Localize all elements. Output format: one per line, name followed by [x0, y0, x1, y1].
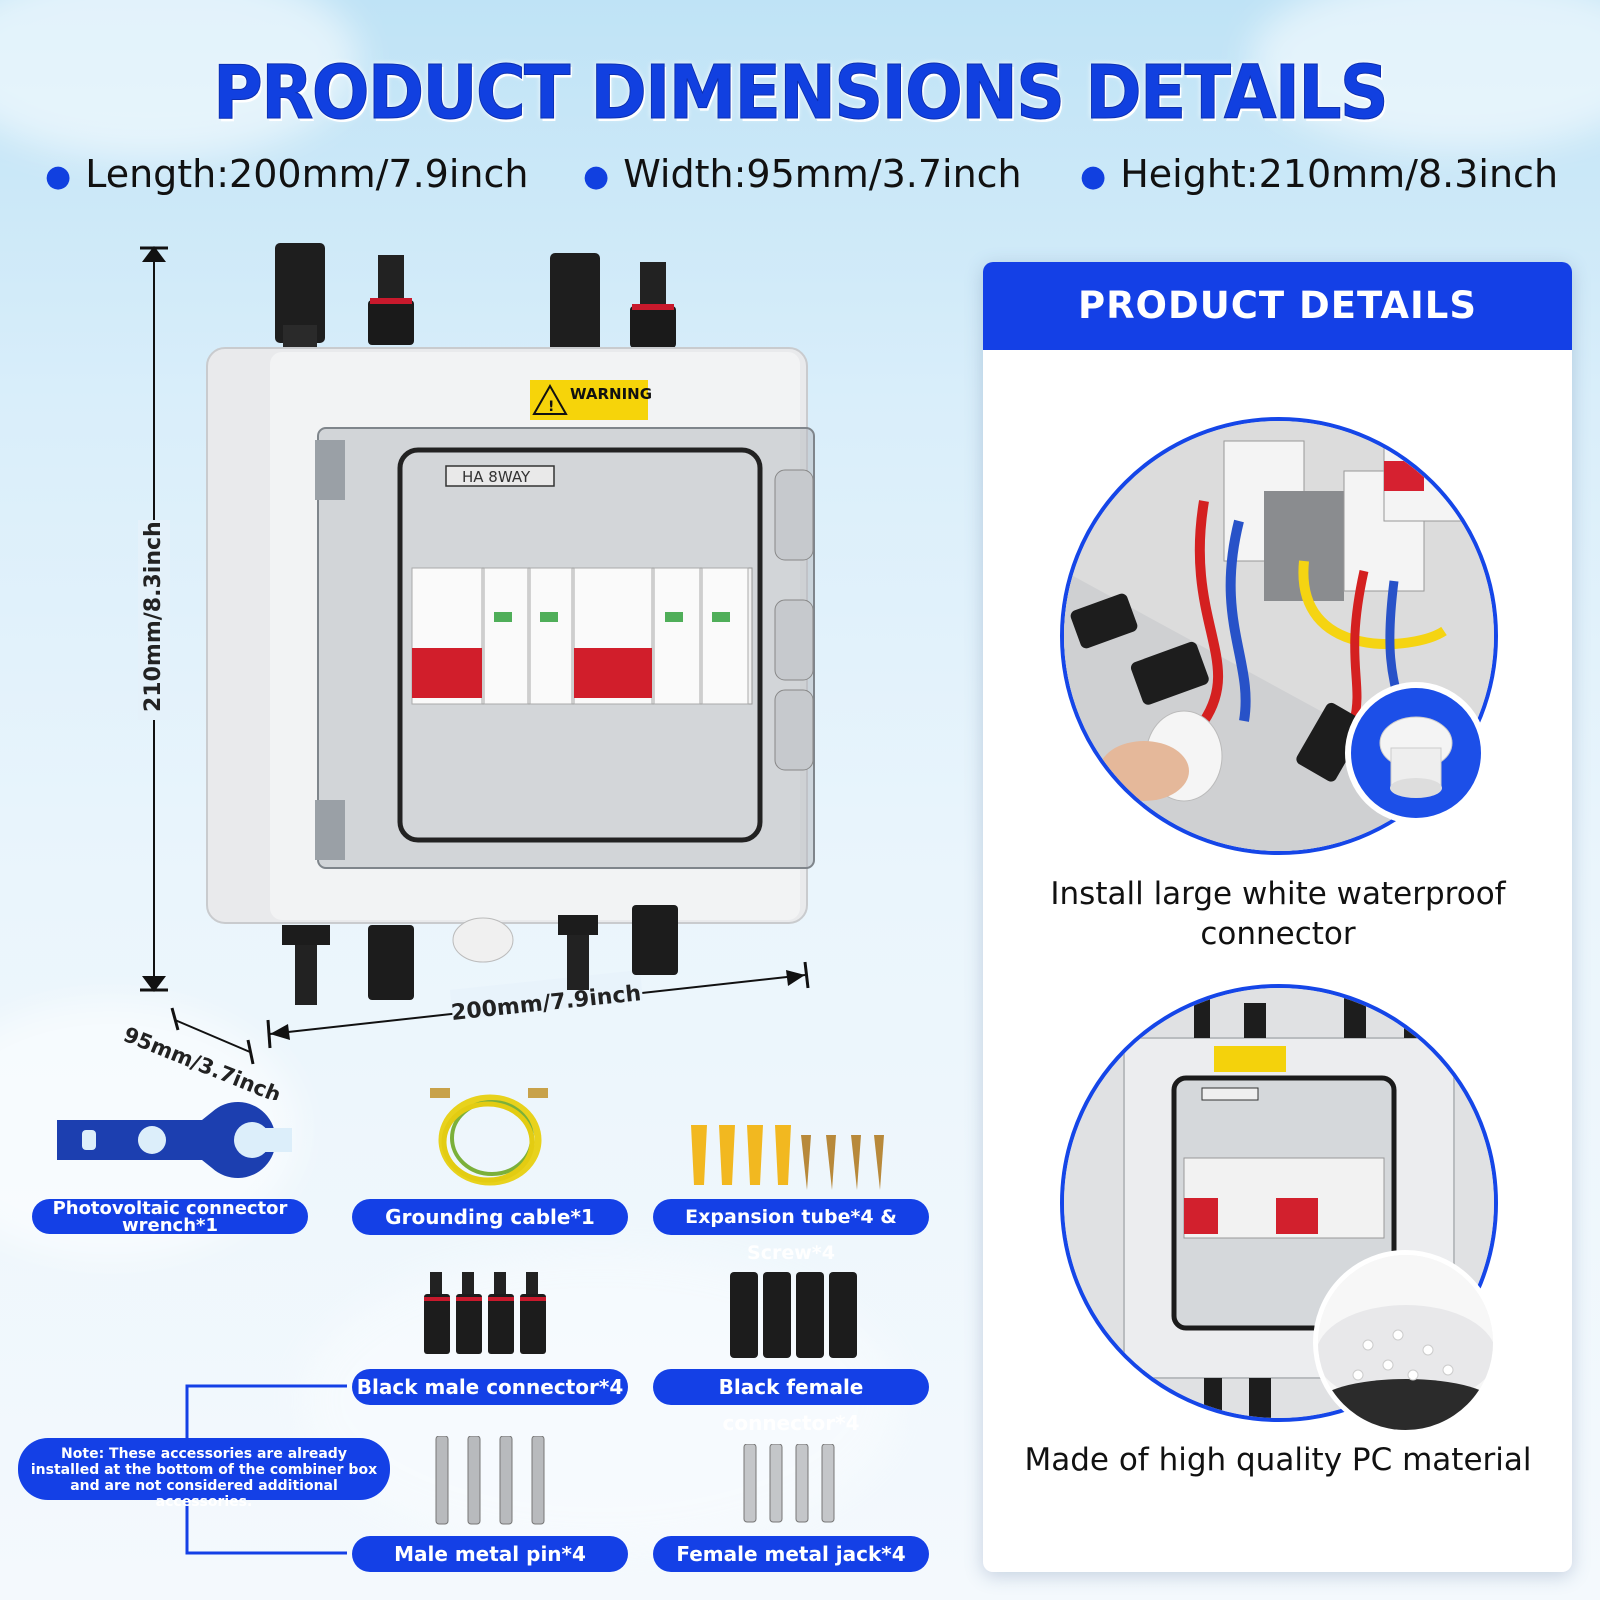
- breaker-row: [411, 567, 753, 705]
- accessory-label-wrench: Photovoltaic connector wrench*1: [32, 1199, 308, 1235]
- caption-waterproof: Install large white waterproof connector: [1050, 876, 1506, 952]
- caption-pc-material: Made of high quality PC material: [1024, 1442, 1532, 1478]
- wrench-icon: [57, 1102, 292, 1178]
- height-spec: ●Height:210mm/8.3inch: [1080, 152, 1559, 196]
- male-pin-icon: [435, 1436, 545, 1525]
- female-jack-icon: [743, 1444, 835, 1523]
- combiner-box-illustration: 210mm/8.3inch 200mm/7.9inch 95mm/3.7inch…: [120, 243, 815, 1100]
- svg-text:!: !: [548, 399, 554, 415]
- granules-inset: [1313, 1250, 1498, 1435]
- accessory-label-male-pin: Male metal pin*4: [352, 1536, 628, 1572]
- height-arrow: [138, 246, 170, 992]
- product-details-card: PRODUCT DETAILS Install l: [983, 262, 1572, 1572]
- top-connectors: [275, 243, 676, 353]
- male-connector-icon: [424, 1272, 546, 1354]
- model-plate: HA 8WAY: [462, 468, 531, 486]
- female-connector-icon: [730, 1272, 857, 1358]
- accessory-label-grounding-cable: Grounding cable*1: [352, 1199, 628, 1235]
- accessory-label-female-jack: Female metal jack*4: [653, 1536, 929, 1572]
- waterproof-connector-photo: [1060, 417, 1498, 855]
- length-arrow: [266, 961, 810, 1049]
- width-spec: ●Width:95mm/3.7inch: [583, 152, 1022, 196]
- bottom-connectors: [282, 905, 678, 1005]
- product-details-header: PRODUCT DETAILS: [983, 262, 1572, 350]
- note-badge: Note: These accessories are already inst…: [18, 1438, 390, 1510]
- width-arrow-label: 95mm/3.7inch: [120, 1022, 284, 1100]
- screw-icon: [691, 1125, 884, 1190]
- pc-material-photo: [1060, 984, 1498, 1422]
- width-arrow: [170, 1007, 255, 1065]
- page-title: PRODUCT DIMENSIONS DETAILS: [213, 50, 1390, 137]
- accessory-label-male-connector: Black male connector*4: [352, 1369, 628, 1405]
- svg-text:WARNING: WARNING: [570, 385, 652, 403]
- cable-gland-inset: [1345, 682, 1487, 824]
- length-spec: ●Length:200mm/7.9inch: [45, 152, 529, 196]
- accessory-label-female-connector: Black female connector*4: [653, 1369, 929, 1435]
- cable-icon: [430, 1088, 548, 1186]
- accessory-label-expansion-tube: Expansion tube*4 & Screw*4: [653, 1199, 929, 1264]
- height-arrow-label: 210mm/8.3inch: [141, 521, 166, 712]
